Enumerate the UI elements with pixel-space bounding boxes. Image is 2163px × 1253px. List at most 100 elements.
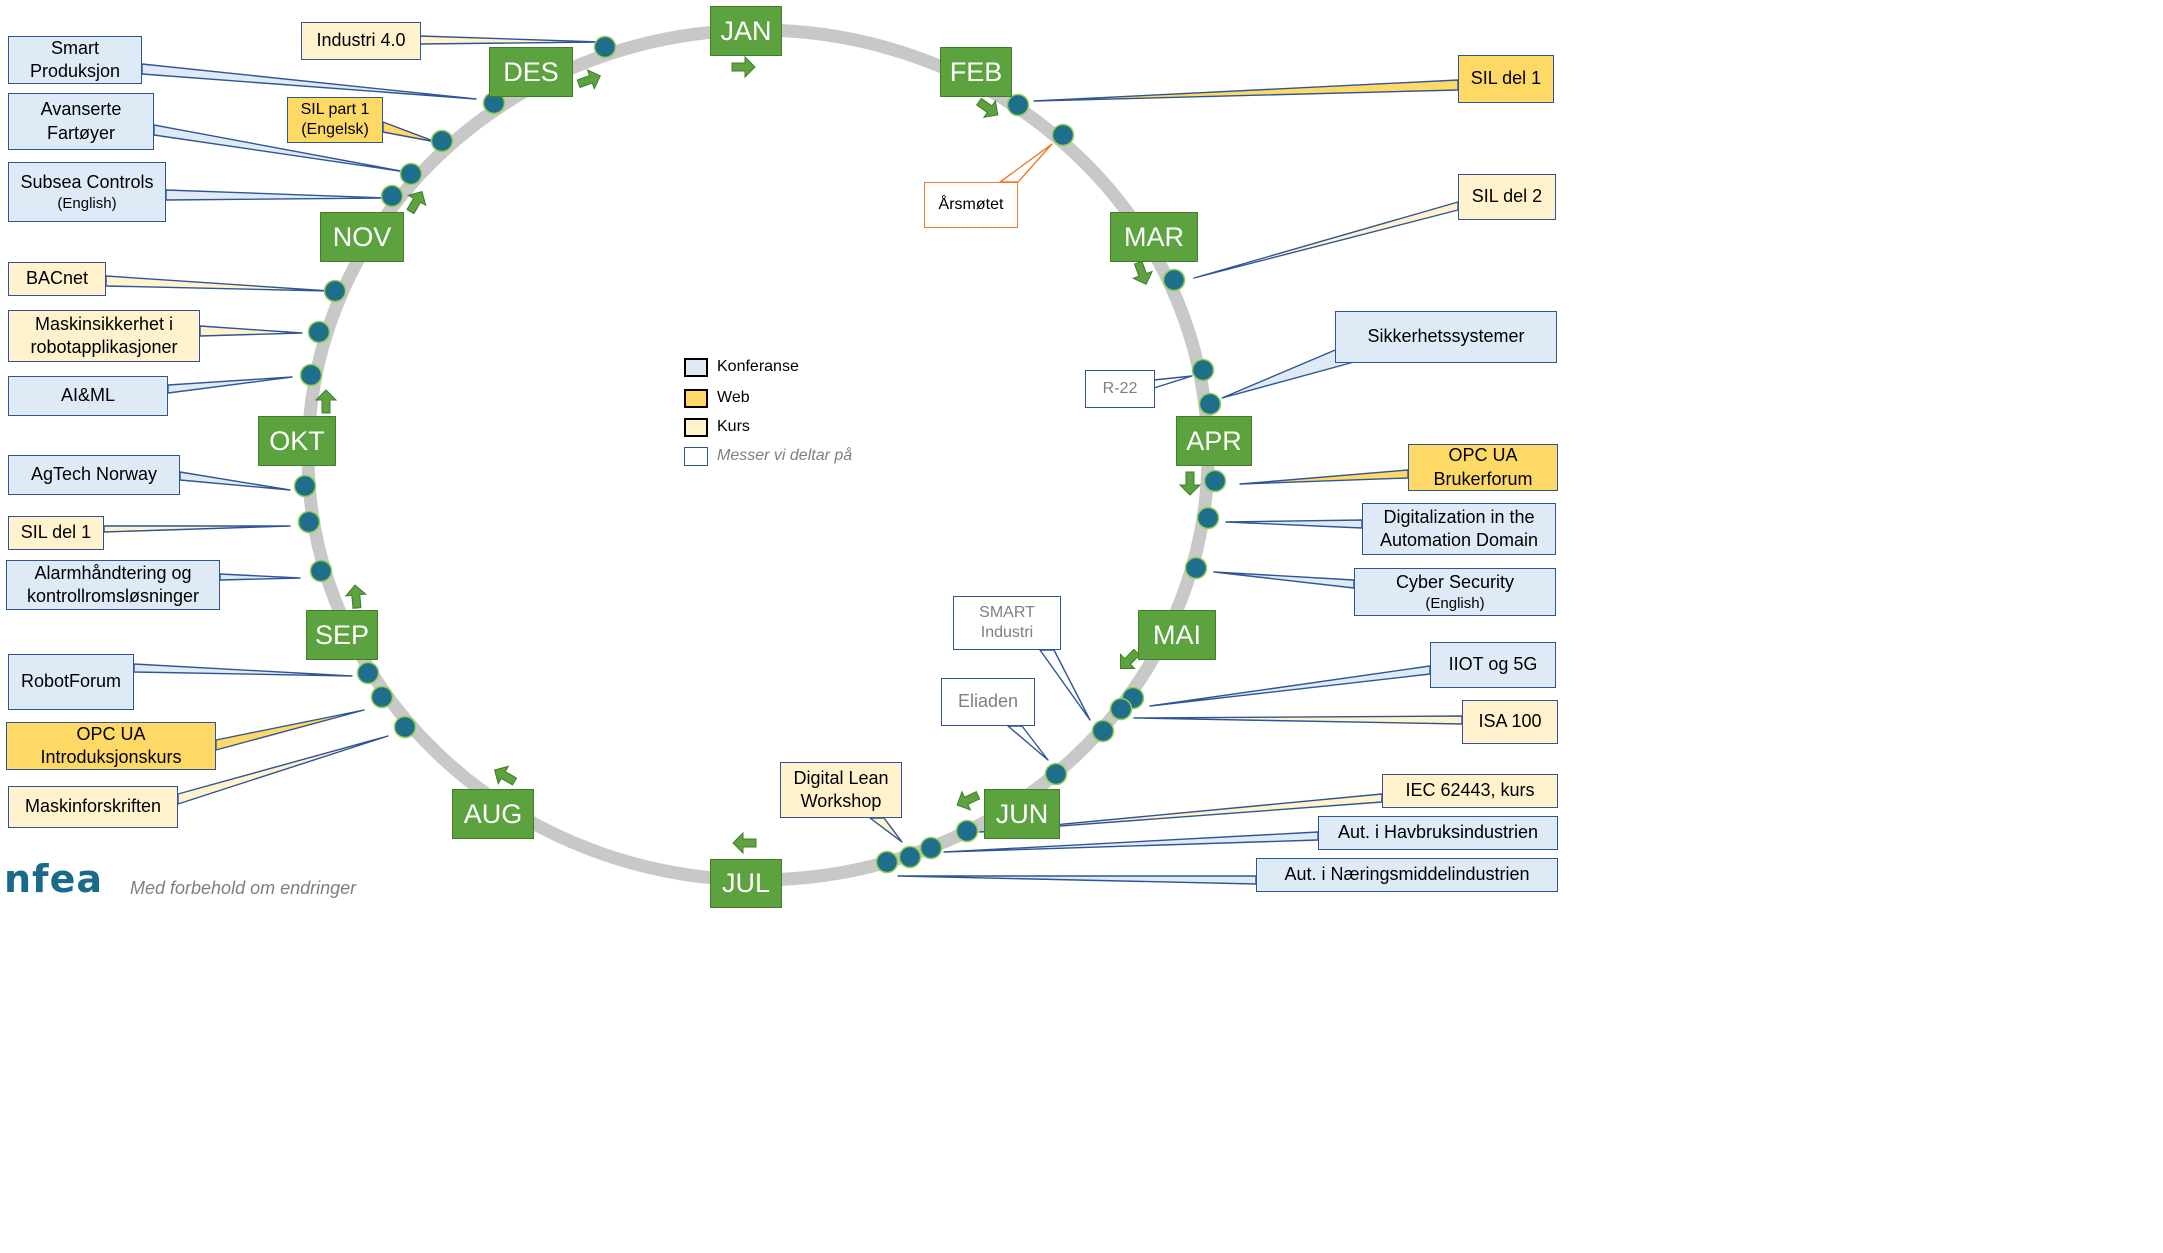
event-label: IEC 62443, kurs (1405, 780, 1535, 801)
connector-line (153, 124, 407, 173)
arrow-shape (493, 765, 518, 786)
event-industri-4-0: Industri 4.0 (301, 22, 421, 60)
legend-item-web: Web (684, 387, 750, 409)
event-iiot-5g: IIOT og 5G (1430, 642, 1556, 688)
event-dot (307, 320, 331, 344)
event-smart-produksjon: Smart Produksjon (8, 36, 142, 84)
event-sil-del-1-feb: SIL del 1 (1458, 55, 1554, 103)
event-dot (393, 715, 417, 739)
connector-line (1239, 469, 1409, 485)
event-isa-100: ISA 100 (1462, 700, 1558, 744)
event-label: R-22 (1102, 379, 1138, 397)
connector-line (1039, 649, 1091, 721)
event-label: (Engelsk) (301, 121, 369, 138)
event-sil-part-1: SIL part 1 (Engelsk) (287, 97, 383, 143)
connector-lines (103, 35, 1463, 885)
event-dot (593, 35, 617, 59)
event-sil-del-2: SIL del 2 (1458, 174, 1556, 220)
event-label: AgTech Norway (30, 464, 158, 485)
legend-swatch (684, 388, 708, 408)
arrow-icon (576, 68, 601, 91)
annual-wheel (103, 23, 1463, 887)
event-label: SMART (979, 603, 1035, 621)
event-opc-ua-introduksjonskurs: OPC UA Introduksjonskurs (6, 722, 216, 770)
month-mai: MAI (1138, 610, 1216, 660)
arrow-shape (1131, 260, 1154, 285)
event-r-22: R-22 (1085, 370, 1155, 408)
arrow-shape (1120, 648, 1141, 669)
event-dot (919, 836, 943, 860)
connector-line (1193, 201, 1459, 279)
connector-line (103, 525, 291, 533)
event-label: Cyber Security (1395, 571, 1515, 592)
legend-label: Kurs (717, 418, 750, 435)
arrow-icon (1131, 260, 1154, 285)
legend-label: Web (717, 389, 750, 406)
connector-line (1213, 571, 1355, 589)
connector-line (165, 189, 387, 201)
month-feb: FEB (940, 47, 1012, 97)
event-label: Smart (50, 37, 99, 58)
event-label: Eliaden (957, 691, 1019, 712)
event-alarmhandtering: Alarmhåndtering og kontrollromsløsninger (6, 560, 220, 610)
arrow-shape (956, 790, 981, 811)
connector-line (215, 709, 365, 751)
event-iec-62443: IEC 62443, kurs (1382, 774, 1558, 808)
arrow-shape (732, 831, 757, 855)
month-okt: OKT (258, 416, 336, 466)
event-label: Subsea Controls (20, 171, 154, 192)
event-label: BACnet (25, 268, 89, 289)
connector-line (869, 817, 903, 843)
event-dot (1203, 469, 1227, 493)
arrow-icon (344, 584, 368, 609)
connector-line (141, 63, 477, 100)
arrow-icon (406, 190, 427, 215)
event-digital-lean-workshop: Digital Lean Workshop (780, 762, 902, 818)
event-eliaden: Eliaden (941, 678, 1035, 726)
event-sikkerhetssystemer: Sikkerhetssystemer (1335, 311, 1557, 363)
arrow-icon (975, 97, 999, 119)
arrow-icon (493, 765, 518, 786)
legend-item-konferanse: Konferanse (684, 356, 799, 378)
month-jul: JUL (710, 859, 782, 908)
connector-line (1133, 715, 1463, 725)
connector-line (105, 275, 331, 292)
event-label: Digital Lean (793, 767, 889, 788)
connector-line (1225, 519, 1363, 529)
direction-arrows (314, 55, 1202, 855)
connector-line (1153, 375, 1193, 389)
connector-line (1007, 725, 1049, 761)
arrow-shape (344, 584, 368, 609)
connector-line (999, 143, 1053, 183)
event-dot (1044, 762, 1068, 786)
event-label: Introduksjonskurs (40, 747, 182, 767)
event-label: SIL del 2 (1471, 186, 1543, 207)
event-sublabel: (English) (1425, 594, 1485, 612)
event-dot (323, 279, 347, 303)
legend-swatch (684, 446, 708, 466)
event-ai-ml: AI&ML (8, 376, 168, 416)
event-label: Maskinforskriften (24, 796, 162, 817)
event-label: Industri 4.0 (316, 30, 406, 51)
nfea-logo: nfea (4, 862, 102, 898)
connector-line (179, 471, 291, 491)
month-apr: APR (1176, 416, 1252, 466)
event-dot (293, 474, 317, 498)
event-opc-ua-brukerforum: OPC UA Brukerforum (1408, 444, 1558, 491)
connector-line (1149, 665, 1431, 707)
event-label: Sikkerhetssystemer (1367, 326, 1525, 347)
event-smart-industri: SMART Industri (953, 596, 1061, 650)
event-dot (430, 129, 454, 153)
event-bacnet: BACnet (8, 262, 106, 296)
legend-item-kurs: Kurs (684, 416, 750, 438)
event-label: Brukerforum (1433, 468, 1533, 489)
event-label: Årsmøtet (938, 195, 1004, 213)
event-sublabel: (English) (57, 194, 117, 212)
arrow-icon (1178, 471, 1202, 496)
month-aug: AUG (452, 789, 534, 839)
event-label: Maskinsikkerhet i (34, 313, 174, 334)
event-label: kontrollromsløsninger (26, 586, 200, 606)
arrow-icon (1120, 648, 1141, 669)
legend-label: Messer vi deltar på (717, 447, 853, 464)
month-jun: JUN (984, 789, 1060, 839)
